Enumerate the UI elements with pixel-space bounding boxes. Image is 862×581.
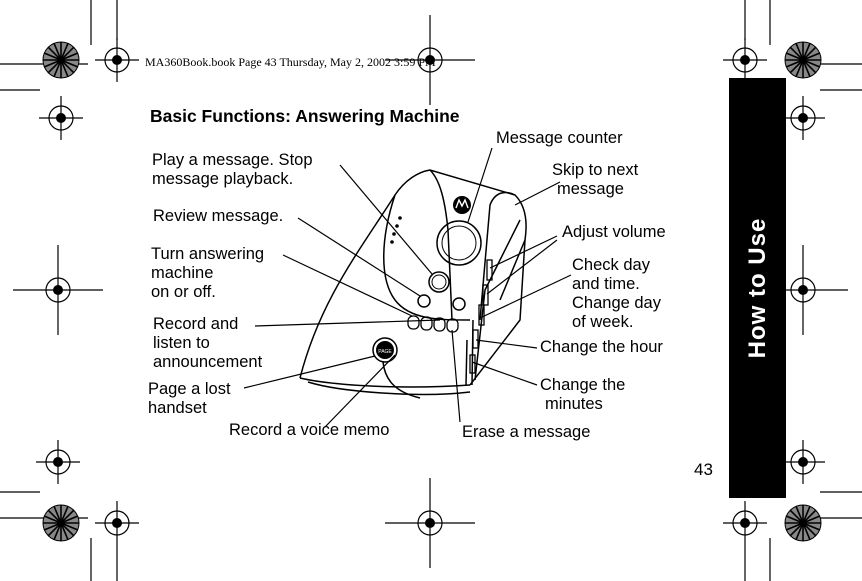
callout-check-day-time: Check day and time. Change day of week. [572,256,661,331]
callout-record-announcement: Record and listen to announcement [153,315,263,371]
callout-play-message: Play a message. Stop message playback. [152,151,313,188]
callout-skip-next: Skip to next message [552,161,639,198]
callout-page-handset: Page a lost handset [148,380,231,417]
callout-message-counter: Message counter [496,129,623,147]
callout-erase-message: Erase a message [462,423,591,441]
section-side-tab: How to Use [729,78,786,498]
callout-voice-memo: Record a voice memo [229,421,390,439]
callout-change-minutes: Change the minutes [540,376,626,413]
page-button-label: PAGE [378,349,392,355]
callout-review-message: Review message. [153,207,284,225]
callout-turn-on-off: Turn answering machine on or off. [151,245,265,301]
page-number: 43 [694,460,713,479]
file-info-header: MA360Book.book Page 43 Thursday, May 2, … [145,55,436,69]
callout-adjust-volume: Adjust volume [562,223,666,241]
section-tab-label: How to Use [743,217,771,359]
callout-change-hour: Change the hour [540,338,663,356]
page-title: Basic Functions: Answering Machine [150,106,460,126]
